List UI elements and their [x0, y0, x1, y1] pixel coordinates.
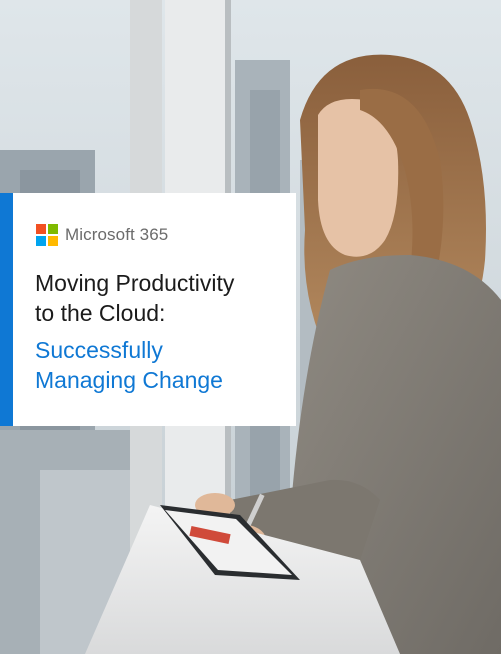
title-line-1: Moving Productivity [35, 270, 235, 296]
document-title: Moving Productivity to the Cloud: [35, 268, 290, 328]
title-card: Microsoft 365 Moving Productivity to the… [0, 193, 296, 426]
brand-name: Microsoft 365 [65, 225, 169, 244]
document-subtitle: Successfully Managing Change [35, 335, 290, 395]
logo-blue-square [36, 236, 46, 246]
microsoft-logo-icon [36, 224, 58, 246]
logo-yellow-square [48, 236, 58, 246]
logo-red-square [36, 224, 46, 234]
logo-green-square [48, 224, 58, 234]
accent-bar [0, 193, 13, 426]
subtitle-line-2: Managing Change [35, 367, 223, 393]
title-line-2: to the Cloud: [35, 300, 166, 326]
brand: Microsoft 365 [36, 223, 168, 247]
subtitle-line-1: Successfully [35, 337, 163, 363]
